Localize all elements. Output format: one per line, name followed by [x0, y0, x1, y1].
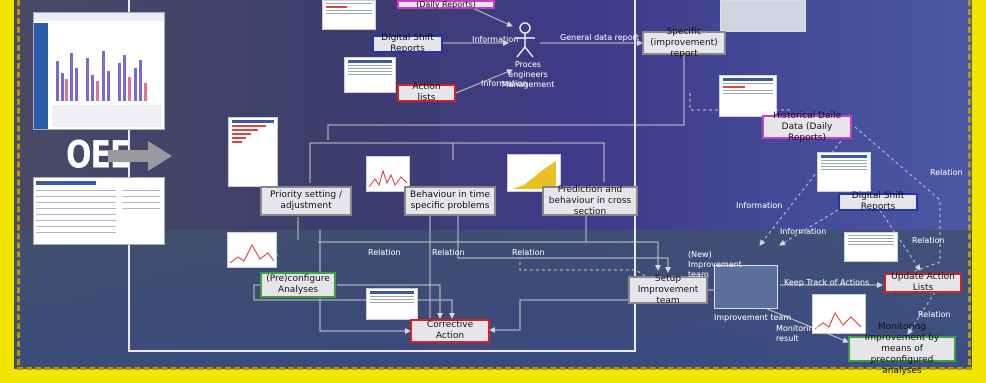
action-lists-box[interactable]: Action lists — [397, 82, 456, 103]
behaviour-box[interactable]: Behaviour in time specific problems — [404, 186, 496, 216]
monitoring-thumbnail — [812, 294, 866, 334]
oee-dashboard-screenshot — [33, 12, 165, 130]
daily-reports-box[interactable]: (Daily Reports) — [397, 0, 495, 9]
shift-report-thumbnail — [817, 152, 871, 192]
dashed-frame-right — [968, 0, 971, 365]
oee-arrow-icon — [108, 141, 172, 171]
oee-dashboard-chart — [34, 13, 164, 129]
actor-label: Proces engineers Management — [501, 60, 555, 89]
relation-label-r3: Relation — [918, 310, 951, 319]
top-photo — [720, 0, 806, 32]
relation-label-r1: Relation — [930, 168, 963, 177]
corrective-action-box[interactable]: Corrective Action — [410, 319, 490, 343]
information-label-2: Information — [481, 79, 528, 88]
report-thumbnail — [322, 0, 376, 30]
prediction-thumbnail — [507, 154, 561, 192]
priority-setting-box[interactable]: Priority setting / adjustment — [260, 186, 352, 216]
improvement-team-photo — [714, 265, 778, 309]
action-list-right-thumbnail — [844, 232, 898, 262]
relation-label-left: Relation — [368, 248, 401, 257]
information-label: Information — [472, 35, 519, 44]
time-chart-thumbnail — [366, 156, 410, 192]
relation-label-r2: Relation — [912, 236, 945, 245]
preconfigure-box[interactable]: (Pre)configure Analyses — [260, 272, 336, 298]
oee-report-screenshot — [33, 177, 165, 245]
historical-data-box[interactable]: Historical Daile Data (Daily Reports) — [762, 111, 852, 143]
monitoring-improvement-box[interactable]: Monitoring Improvement by means of preco… — [848, 322, 956, 376]
pareto-thumbnail — [228, 117, 278, 187]
relation-label-mid: Relation — [432, 248, 465, 257]
prediction-box[interactable]: Prediction and behaviour in cross sectio… — [542, 185, 638, 217]
setup-team-box[interactable]: Setup Improvement team — [628, 274, 708, 306]
corrective-thumbnail — [366, 288, 418, 320]
information-label-r1: Information — [736, 201, 783, 210]
general-report-label: General data report — [560, 33, 640, 42]
analysis-frame — [128, 0, 636, 352]
information-label-r2: Information — [780, 227, 827, 236]
update-action-lists-box[interactable]: Update Action Lists — [884, 272, 962, 293]
dashed-frame-bottom — [17, 367, 972, 370]
new-team-label: (New) Improvement team — [688, 250, 742, 279]
action-list-thumbnail — [344, 57, 396, 93]
actor-icon — [515, 22, 535, 58]
dashed-frame-left — [17, 0, 20, 365]
specific-report-box[interactable]: Specific (improvement) report — [642, 27, 726, 59]
digital-shift-reports-box[interactable]: Digital Shift Reports — [372, 33, 443, 54]
improvement-team-label: Improvement team — [714, 313, 792, 322]
oee-report-table — [36, 181, 160, 233]
historical-thumbnail — [719, 75, 777, 117]
relation-label-right: Relation — [512, 248, 545, 257]
preconfigure-thumbnail — [227, 232, 277, 268]
digital-shift-reports-right-box[interactable]: Digital Shift Reports — [838, 191, 918, 212]
keep-track-label: Keep Track of Actions — [784, 278, 870, 287]
monitoring-result-label: Monitoring result — [776, 324, 819, 343]
